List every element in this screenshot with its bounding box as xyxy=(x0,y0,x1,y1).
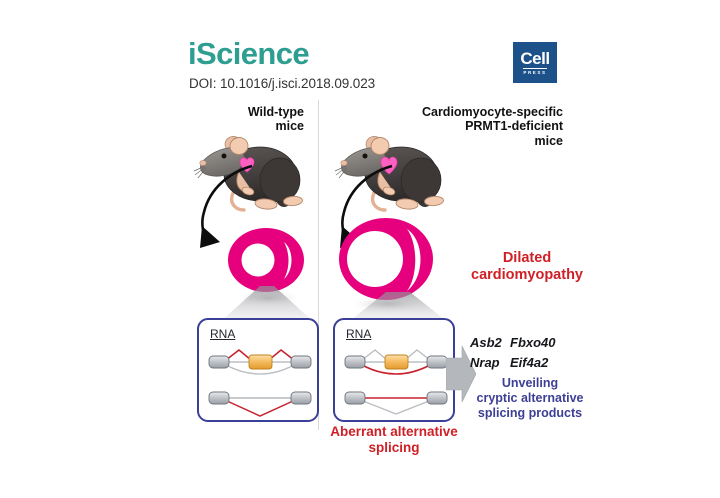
aberrant-alternative-splicing-label: Aberrant alternative splicing xyxy=(330,424,458,455)
gene-name: Eif4a2 xyxy=(510,355,549,371)
gene-name: Nrap xyxy=(470,355,500,371)
panel-heading-prmt1-deficient: Cardiomyocyte-specific PRMT1-deficient m… xyxy=(421,105,563,148)
dilated-cardiomyopathy-label: Dilated cardiomyopathy xyxy=(471,250,583,284)
cell-press-logo: Cell PRESS xyxy=(513,42,557,83)
gene-name: Fbxo40 xyxy=(510,335,556,350)
wild-type-mouse-illustration xyxy=(193,136,303,212)
funnel-connector-prmt1 xyxy=(346,292,450,324)
journal-title: iScience xyxy=(188,36,310,71)
splicing-diagram-prmt1-deficient xyxy=(344,349,448,415)
rna-box-label-wild-type: RNA xyxy=(210,327,236,341)
funnel-connector-wild-type xyxy=(218,286,316,324)
gene-name: Asb2 xyxy=(470,335,502,350)
doi-text: DOI: 10.1016/j.isci.2018.09.023 xyxy=(189,76,376,91)
splicing-diagram-wild-type xyxy=(208,349,312,417)
panel-divider xyxy=(318,100,319,430)
cell-press-wordmark: Cell xyxy=(520,49,550,68)
unveiling-cryptic-splicing-label: Unveiling cryptic alternative splicing p… xyxy=(476,376,584,420)
gene-row: Nrap Eif4a2 xyxy=(470,353,600,373)
normal-heart-cross-section xyxy=(228,228,304,306)
rna-box-label-prmt1-deficient: RNA xyxy=(346,327,372,341)
cell-press-subtitle: PRESS xyxy=(523,68,547,75)
panel-heading-wild-type: Wild-type mice xyxy=(247,105,304,134)
rna-splicing-box-wild-type: RNA xyxy=(197,318,319,422)
rna-splicing-box-prmt1-deficient: RNA xyxy=(333,318,455,422)
gene-name-list: Asb2 Fbxo40 Nrap Eif4a2 xyxy=(470,333,600,373)
right-block-arrow-icon xyxy=(446,345,476,403)
gene-row: Asb2 Fbxo40 xyxy=(470,333,600,353)
arrow-wildtype-mouse-to-heart xyxy=(200,164,253,248)
